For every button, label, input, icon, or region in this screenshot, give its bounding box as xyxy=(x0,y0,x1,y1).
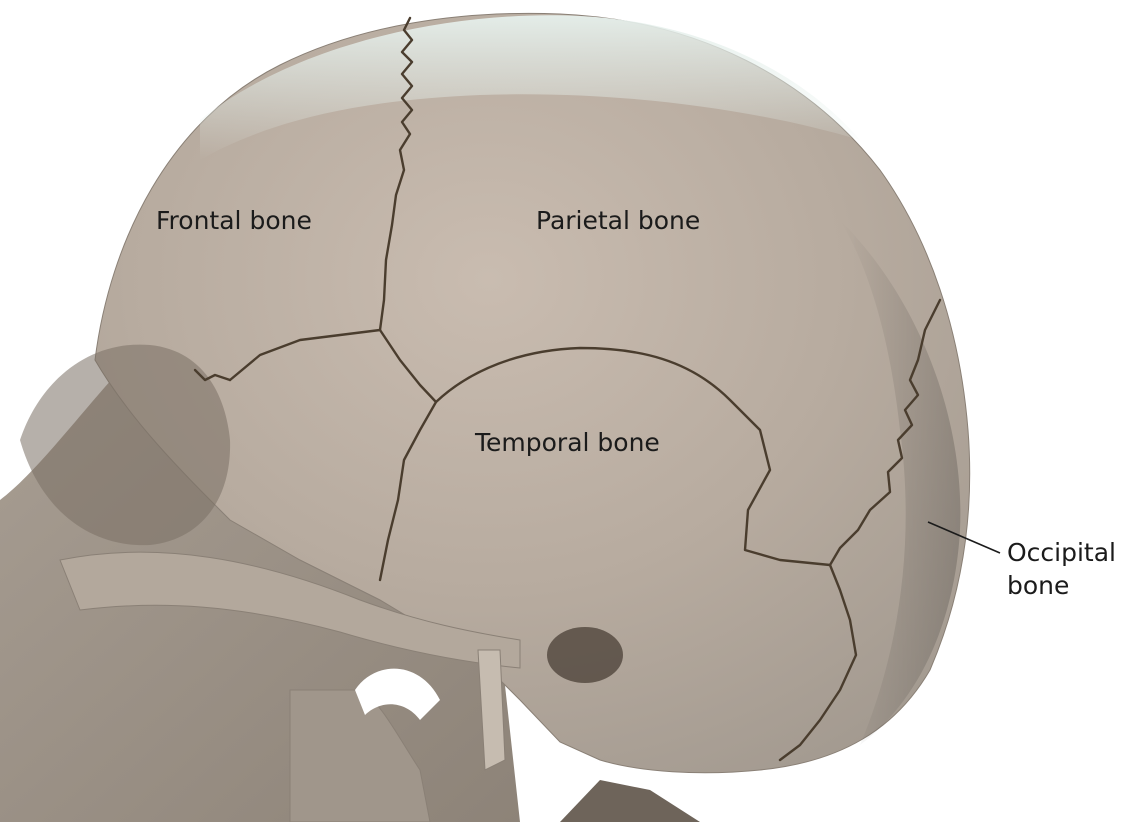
occipital-bone-label: Occipital bone xyxy=(1007,536,1139,602)
parietal-bone-label: Parietal bone xyxy=(536,205,700,236)
cervical-vertebra xyxy=(560,780,700,822)
temporal-bone-label: Temporal bone xyxy=(475,427,660,458)
occipital-label-line1: Occipital xyxy=(1007,536,1139,569)
external-acoustic-meatus xyxy=(547,627,623,683)
occipital-label-line2: bone xyxy=(1007,569,1139,602)
frontal-bone-label: Frontal bone xyxy=(156,205,312,236)
